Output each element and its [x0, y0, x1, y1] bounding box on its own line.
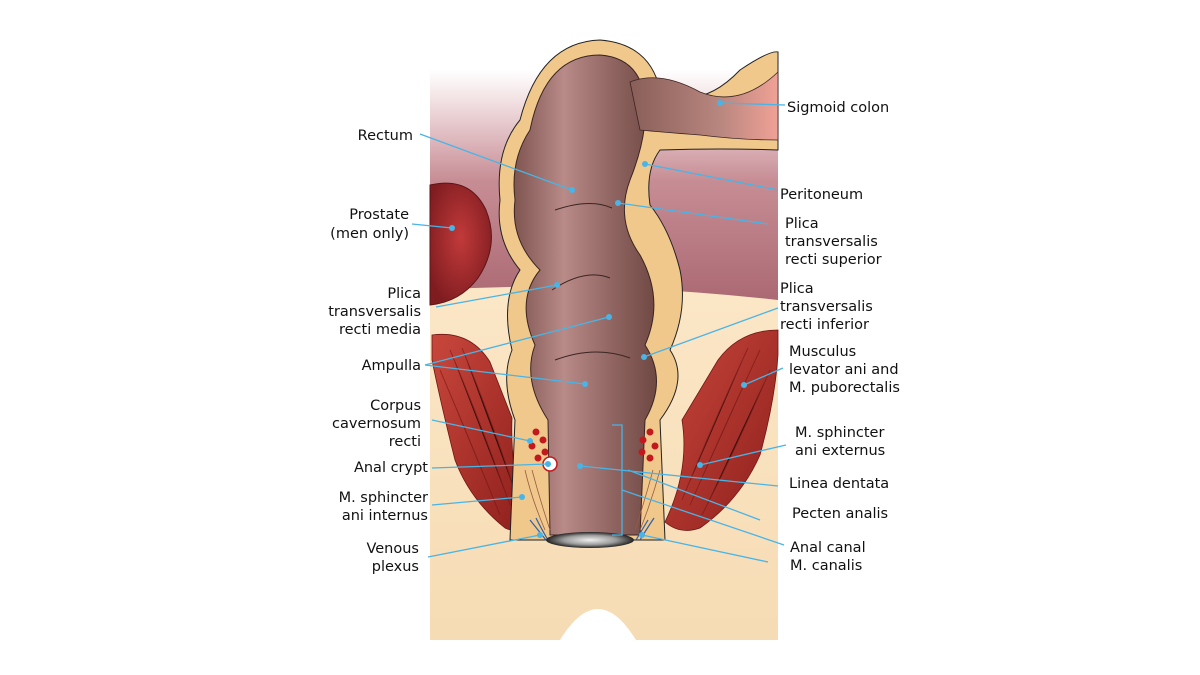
rectum-lumen	[513, 54, 657, 536]
prostate	[429, 182, 492, 306]
leader-lines	[411, 100, 787, 563]
label-plica-sup-1: Plica	[785, 216, 819, 232]
label-plica-inf-3: recti inferior	[780, 317, 869, 333]
corpus-cavernosum-recti	[528, 428, 659, 462]
label-sphincter-int-2: ani internus	[342, 508, 428, 524]
label-sigmoid: Sigmoid colon	[787, 100, 889, 116]
label-venous-2: plexus	[372, 559, 419, 575]
label-m-canalis: M. canalis	[790, 558, 862, 574]
label-sphincter-ext-2: ani externus	[795, 443, 885, 459]
anus-opening	[546, 532, 634, 548]
label-corpus-1: Corpus	[370, 398, 421, 414]
label-rectum: Rectum	[358, 128, 413, 144]
label-anal-canal: Anal canal	[790, 540, 866, 556]
left-labels: Rectum Prostate (men only) Plica transve…	[328, 128, 428, 575]
label-plica-media-3: recti media	[339, 322, 421, 338]
label-levator-3: M. puborectalis	[789, 380, 900, 396]
label-pecten-analis: Pecten analis	[792, 506, 888, 522]
label-peritoneum: Peritoneum	[780, 187, 863, 203]
label-plica-media-1: Plica	[387, 286, 421, 302]
label-sphincter-ext-1: M. sphincter	[795, 425, 884, 441]
label-plica-inf-1: Plica	[780, 281, 814, 297]
sigmoid-colon	[629, 71, 779, 141]
label-linea-dentata: Linea dentata	[789, 476, 889, 492]
label-venous-1: Venous	[366, 541, 419, 557]
label-prostate: Prostate	[349, 207, 409, 223]
label-sphincter-int-1: M. sphincter	[339, 490, 428, 506]
anal-region	[524, 424, 661, 548]
label-levator-1: Musculus	[789, 344, 856, 360]
label-plica-sup-2: transversalis	[785, 234, 878, 250]
label-corpus-2: cavernosum	[332, 416, 421, 432]
label-ampulla: Ampulla	[362, 358, 421, 374]
label-plica-sup-3: recti superior	[785, 252, 882, 268]
label-corpus-3: recti	[389, 434, 421, 450]
label-plica-inf-2: transversalis	[780, 299, 873, 315]
right-labels: Sigmoid colon Peritoneum Plica transvers…	[780, 100, 900, 574]
label-prostate-note: (men only)	[330, 226, 409, 242]
label-levator-2: levator ani and	[789, 362, 899, 378]
label-anal-crypt: Anal crypt	[354, 460, 428, 476]
levator-ani-muscles	[431, 329, 779, 531]
label-plica-media-2: transversalis	[328, 304, 421, 320]
